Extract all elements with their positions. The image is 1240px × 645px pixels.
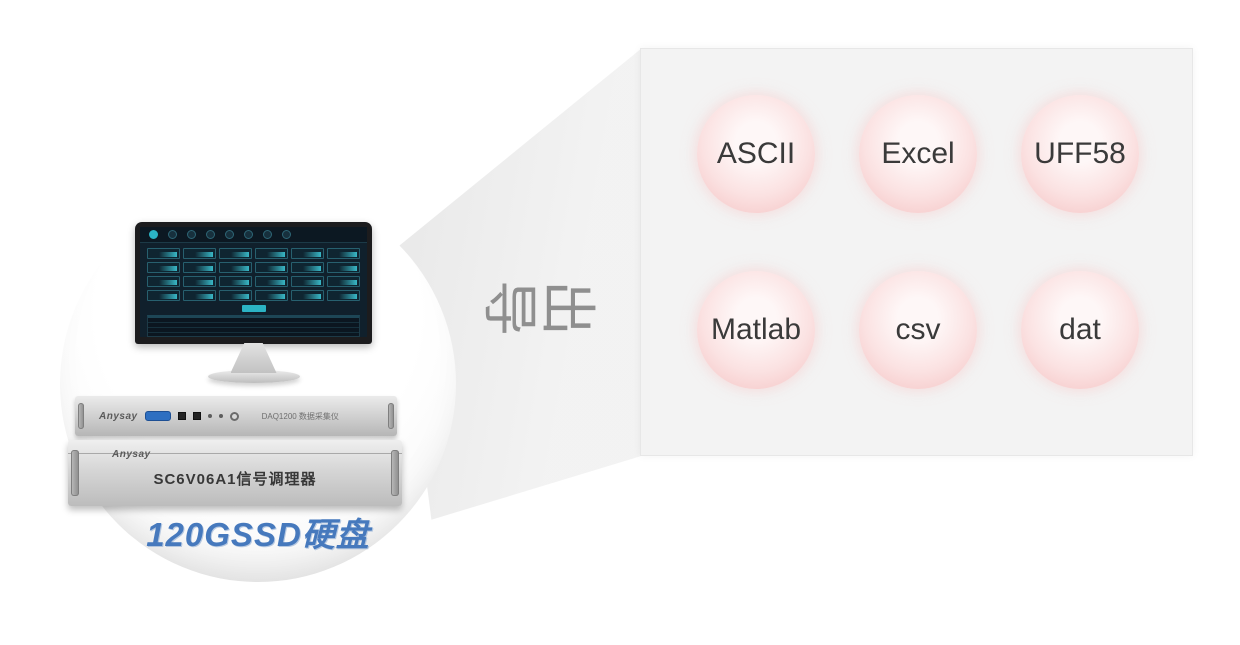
screen-data-cell	[255, 290, 288, 301]
format-label: UFF58	[1034, 137, 1126, 170]
screen-data-cell	[219, 290, 252, 301]
screen-data-cell	[291, 248, 324, 259]
screen-data-cell	[219, 276, 252, 287]
screen-data-cell	[219, 248, 252, 259]
vga-port	[144, 411, 171, 421]
screen-data-cell	[147, 262, 180, 273]
screen-toolbar-icon	[168, 230, 177, 239]
screen-toolbar-icon	[206, 230, 215, 239]
format-label: ASCII	[716, 137, 796, 170]
format-bubble-grid: ASCII Excel UFF58 Matlab csv dat	[641, 49, 1192, 435]
export-char: 出	[536, 280, 599, 336]
monitor-screen	[140, 227, 367, 337]
daq-front-panel: Anysay DAQ1200 数据采集仪	[75, 396, 397, 436]
screen-data-cell	[183, 290, 216, 301]
daq-unit: Anysay DAQ1200 数据采集仪	[75, 396, 397, 436]
signal-conditioner-unit: Anysay SC6V06A1信号调理器	[68, 440, 402, 506]
device-photo-circle: Anysay DAQ1200 数据采集仪 Anysay SC6V06A1信号调理…	[60, 186, 456, 582]
format-bubble-dat: dat	[1021, 271, 1139, 389]
screen-data-cell	[219, 262, 252, 273]
screen-data-cell	[183, 262, 216, 273]
rack-handle	[78, 403, 84, 429]
screen-table	[147, 315, 360, 337]
screen-toolbar-icon	[225, 230, 234, 239]
rack-handle	[71, 450, 79, 496]
ssd-caption: 120GSSD硬盘	[146, 516, 370, 553]
screen-toolbar-icon	[187, 230, 196, 239]
format-bubble-ascii: ASCII	[697, 95, 815, 213]
power-button	[229, 411, 239, 421]
format-bubble-excel: Excel	[859, 95, 977, 213]
screen-button-row	[140, 304, 367, 313]
monitor-stand-base	[207, 370, 300, 383]
screen-data-cell	[291, 262, 324, 273]
format-label: csv	[895, 313, 941, 346]
screen-cell-grid	[140, 243, 367, 304]
conditioner-label: SC6V06A1信号调理器	[153, 471, 317, 488]
usb-port	[177, 412, 186, 420]
screen-data-cell	[327, 248, 360, 259]
usb-port	[192, 412, 201, 420]
screen-data-cell	[327, 290, 360, 301]
screen-toolbar-icon	[282, 230, 291, 239]
brand-logo: Anysay	[99, 410, 138, 422]
monitor-bezel	[135, 222, 372, 344]
screen-data-cell	[183, 248, 216, 259]
screen-data-cell	[255, 248, 288, 259]
screen-toolbar	[140, 227, 367, 243]
screen-data-cell	[255, 276, 288, 287]
brand-logo: Anysay	[112, 449, 151, 460]
format-label: Excel	[881, 137, 955, 170]
screen-data-cell	[327, 262, 360, 273]
format-bubble-matlab: Matlab	[697, 271, 815, 389]
format-bubble-csv: csv	[859, 271, 977, 389]
monitor-stand-neck	[230, 343, 277, 373]
format-bubble-uff58: UFF58	[1021, 95, 1139, 213]
led-indicator	[207, 414, 212, 418]
formats-panel: ASCII Excel UFF58 Matlab csv dat	[640, 48, 1193, 456]
led-indicator	[218, 414, 223, 418]
screen-data-cell	[291, 290, 324, 301]
screen-data-cell	[291, 276, 324, 287]
format-label: dat	[1059, 313, 1101, 346]
screen-data-cell	[147, 248, 180, 259]
screen-data-cell	[147, 276, 180, 287]
screen-data-cell	[183, 276, 216, 287]
format-label: Matlab	[710, 313, 802, 346]
rack-handle	[391, 450, 399, 496]
screen-data-cell	[327, 276, 360, 287]
screen-data-cell	[147, 290, 180, 301]
screen-toolbar-icon	[263, 230, 272, 239]
screen-data-cell	[255, 262, 288, 273]
screen-accent-button	[241, 305, 266, 312]
export-label: 导 出	[478, 258, 599, 358]
screen-toolbar-icon	[244, 230, 253, 239]
monitor	[135, 222, 372, 383]
daq-unit-label: DAQ1200 数据采集仪	[261, 411, 339, 421]
screen-toolbar-icon	[149, 230, 158, 239]
rack-handle	[388, 403, 394, 429]
